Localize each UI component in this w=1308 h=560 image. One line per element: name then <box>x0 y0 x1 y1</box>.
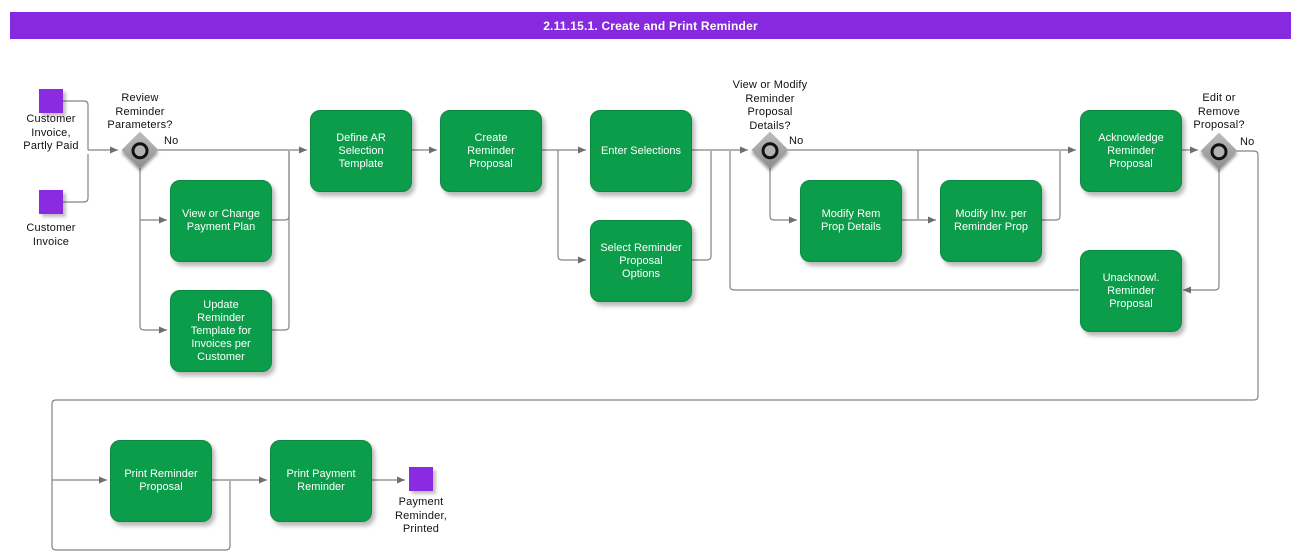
activity-label: Print Reminder Proposal <box>124 468 198 493</box>
gateway-circle-icon <box>127 137 153 163</box>
event-label: Customer Invoice, Partly Paid <box>23 113 79 152</box>
activity-modify-inv-per-reminder-prop[interactable]: Modify Inv. per Reminder Prop <box>940 180 1042 262</box>
activity-label: Unacknowl. Reminder Proposal <box>1102 271 1160 310</box>
activity-enter-selections[interactable]: Enter Selections <box>590 110 692 192</box>
diagram-title: 2.11.15.1. Create and Print Reminder <box>543 18 758 33</box>
activity-print-payment-reminder[interactable]: Print Payment Reminder <box>270 440 372 522</box>
activity-label: Create Reminder Proposal <box>467 131 515 170</box>
activity-label: Print Payment Reminder <box>286 468 356 493</box>
start-event-customer-invoice[interactable] <box>39 190 63 214</box>
start-event-customer-invoice-partly-paid[interactable] <box>39 89 63 113</box>
activity-label: Modify Inv. per Reminder Prop <box>954 208 1028 233</box>
activity-label: View or Change Payment Plan <box>181 208 261 233</box>
activity-label: Select Reminder Proposal Options <box>600 241 682 280</box>
gateway-review-reminder-parameters <box>121 131 159 169</box>
activity-acknowledge-reminder-proposal[interactable]: Acknowledge Reminder Proposal <box>1080 110 1182 192</box>
activity-unacknowl-reminder-proposal[interactable]: Unacknowl. Reminder Proposal <box>1080 250 1182 332</box>
gateway-circle-icon <box>1206 138 1232 164</box>
gateway-label: Edit or Remove Proposal? <box>1193 92 1245 131</box>
activity-label: Enter Selections <box>600 144 682 157</box>
event-label: Customer Invoice <box>26 222 76 248</box>
event-label: Payment Reminder, Printed <box>395 496 447 535</box>
gateway-no-label: No <box>789 135 804 147</box>
gateway-label: Review Reminder Parameters? <box>107 92 173 131</box>
activity-select-reminder-proposal-options[interactable]: Select Reminder Proposal Options <box>590 220 692 302</box>
activity-label: Define AR Selection Template <box>336 131 386 170</box>
gateway-edit-or-remove-proposal <box>1200 132 1238 170</box>
activity-modify-rem-prop-details[interactable]: Modify Rem Prop Details <box>800 180 902 262</box>
activity-label: Acknowledge Reminder Proposal <box>1098 131 1164 170</box>
gateway-no-label: No <box>1240 136 1255 148</box>
activity-create-reminder-proposal[interactable]: Create Reminder Proposal <box>440 110 542 192</box>
end-event-payment-reminder-printed[interactable] <box>409 467 433 491</box>
activity-print-reminder-proposal[interactable]: Print Reminder Proposal <box>110 440 212 522</box>
gateway-circle-icon <box>757 137 783 163</box>
gateway-no-label: No <box>164 135 179 147</box>
activity-label: Modify Rem Prop Details <box>821 208 881 233</box>
activity-view-or-change-payment-plan[interactable]: View or Change Payment Plan <box>170 180 272 262</box>
activity-label: Update Reminder Template for Invoices pe… <box>190 298 252 363</box>
activity-define-ar-selection-template[interactable]: Define AR Selection Template <box>310 110 412 192</box>
gateway-view-or-modify-reminder-proposal-details <box>751 131 789 169</box>
diagram-title-bar: 2.11.15.1. Create and Print Reminder <box>10 12 1291 39</box>
activity-update-reminder-template-for-invoices-per-customer[interactable]: Update Reminder Template for Invoices pe… <box>170 290 272 372</box>
gateway-label: View or Modify Reminder Proposal Details… <box>732 79 808 132</box>
